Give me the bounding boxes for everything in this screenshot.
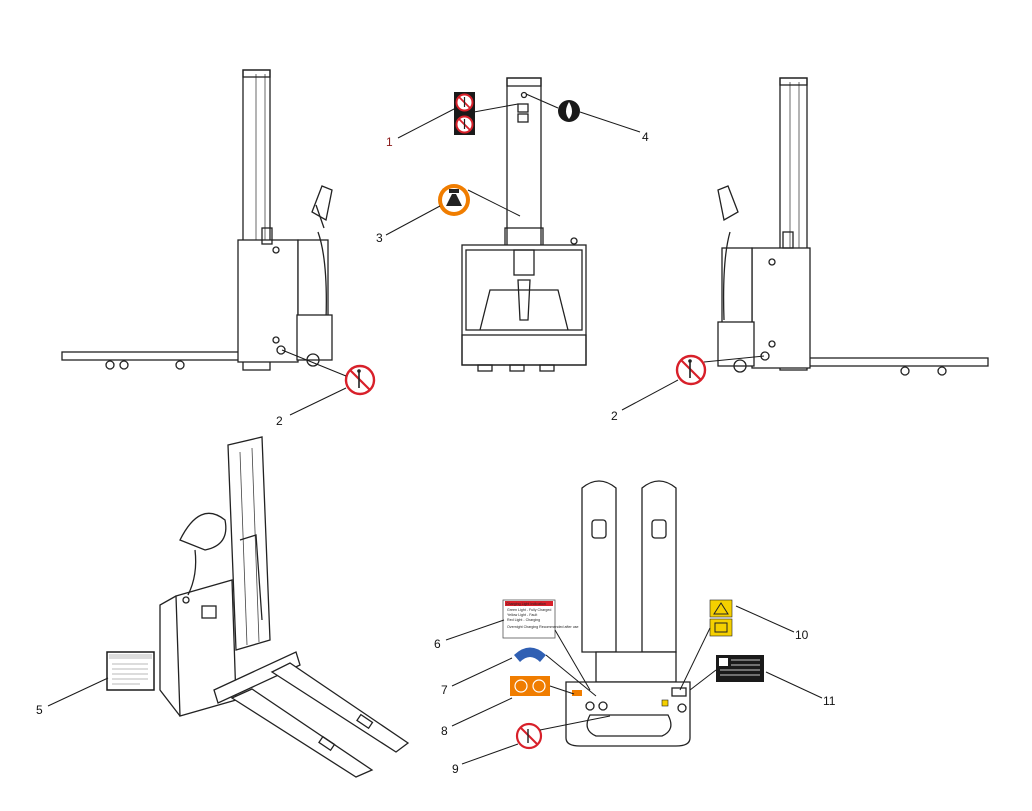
stacker-top-view (565, 480, 691, 747)
stacker-side-view-right (717, 77, 989, 376)
decal-4-lifting-point-sign (558, 100, 580, 122)
charging-line-yellow: Yellow Light - Fault (507, 613, 537, 617)
charging-line-red: Red Light - Charging (507, 618, 540, 622)
decal-2-no-riders-sign-right (675, 354, 707, 386)
callout-4: 4 (642, 130, 649, 144)
stacker-side-view-left (61, 69, 333, 371)
decal-8-orange-warning-plate (510, 676, 550, 696)
callout-5: 5 (36, 703, 43, 717)
callout-6: 6 (434, 637, 441, 651)
charging-line-green: Green Light - Fully Charged (507, 608, 551, 612)
decal-5-nameplate (106, 651, 155, 691)
callout-1: 1 (386, 135, 393, 149)
callout-11: 11 (823, 694, 836, 708)
stacker-front-view (461, 77, 587, 372)
callout-8: 8 (441, 724, 448, 738)
decal-10-caution-and-manual (709, 599, 733, 637)
leader-lines (47, 93, 823, 765)
callout-2-left: 2 (276, 414, 283, 428)
callout-2-right: 2 (611, 409, 618, 423)
decal-9-no-riders-sign (515, 722, 543, 750)
callout-10: 10 (795, 628, 809, 642)
decal-2-no-riders-sign-left (344, 364, 376, 396)
charging-label-header: Charging Light Indication (506, 602, 546, 606)
decal-6-charging-light-label: Charging Light Indication Green Light - … (502, 599, 579, 639)
decal-11-specification-label (716, 655, 764, 682)
decal-7-battery-indicator-badge (514, 647, 546, 662)
callout-3: 3 (376, 231, 383, 245)
stacker-isometric-view (159, 436, 410, 778)
decal-1-no-standing-signs (454, 92, 475, 135)
callout-7: 7 (441, 683, 448, 697)
decal-3-crush-hazard-sign (438, 184, 470, 216)
charging-note: Overnight Charging Recommended after use (507, 625, 579, 629)
callout-9: 9 (452, 762, 459, 776)
